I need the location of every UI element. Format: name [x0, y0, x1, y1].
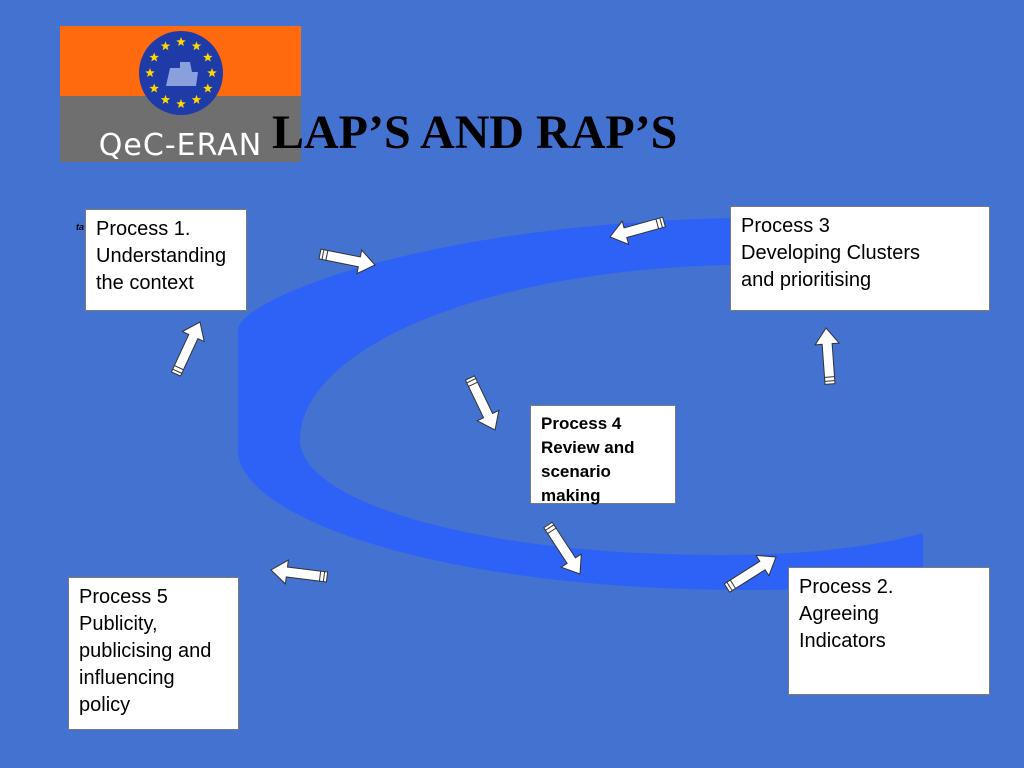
logo-text: QeC-ERAN [98, 128, 263, 163]
process-2-box: Process 2. Agreeing Indicators [788, 567, 990, 695]
process-line: policy [79, 694, 131, 716]
process-line: publicising and [79, 640, 212, 662]
star-icon [160, 94, 171, 104]
arrow-icon [543, 521, 582, 575]
process-line: Process 5 [79, 586, 168, 608]
arrow-icon [464, 375, 500, 431]
star-icon [203, 52, 213, 62]
star-icon [191, 94, 202, 104]
process-line: Process 1. [96, 218, 191, 240]
arrow-icon [270, 559, 329, 585]
arrow-icon [723, 554, 777, 593]
process-line: Process 3 [741, 215, 830, 237]
arrow-icon [814, 327, 841, 385]
process-line: Understanding [96, 245, 227, 267]
arrow-icon [170, 321, 205, 377]
process-line: Process 2. [799, 576, 894, 598]
cycle-band-shape [238, 218, 923, 591]
process-line: Developing Clusters [741, 242, 920, 264]
process-4-box: Process 4 Review and scenario making [530, 405, 676, 505]
process-3-box: Process 3 Developing Clusters and priori… [730, 206, 990, 311]
process-line: making [541, 486, 601, 505]
process-line: Agreeing [799, 603, 880, 625]
arrow-icon [609, 216, 666, 246]
process-line: scenario [541, 462, 611, 481]
star-icon [207, 68, 217, 77]
process-line: Process 4 [541, 414, 622, 433]
star-icon [203, 83, 213, 93]
star-icon [176, 37, 186, 46]
star-icon [145, 68, 155, 77]
star-icon [191, 41, 202, 51]
stray-text: ta [76, 222, 85, 232]
process-line: Indicators [799, 630, 886, 652]
qec-eran-logo: QeC-ERAN [60, 26, 301, 163]
process-5-box: Process 5 Publicity, publicising and inf… [68, 577, 239, 730]
process-line: the context [96, 272, 194, 294]
process-line: and prioritising [741, 269, 872, 291]
process-line: Publicity, [79, 613, 158, 635]
process-1-box: Process 1. Understanding the context [85, 209, 247, 311]
process-line: influencing [79, 667, 175, 689]
star-icon [149, 83, 159, 93]
star-icon [149, 52, 159, 62]
star-icon [160, 41, 171, 51]
process-line: Review and [541, 438, 635, 457]
page-title: LAP’S AND RAP’S [272, 106, 678, 159]
arrow-icon [318, 248, 376, 275]
eu-flag-emblem-icon [139, 31, 223, 115]
star-icon [176, 99, 186, 108]
